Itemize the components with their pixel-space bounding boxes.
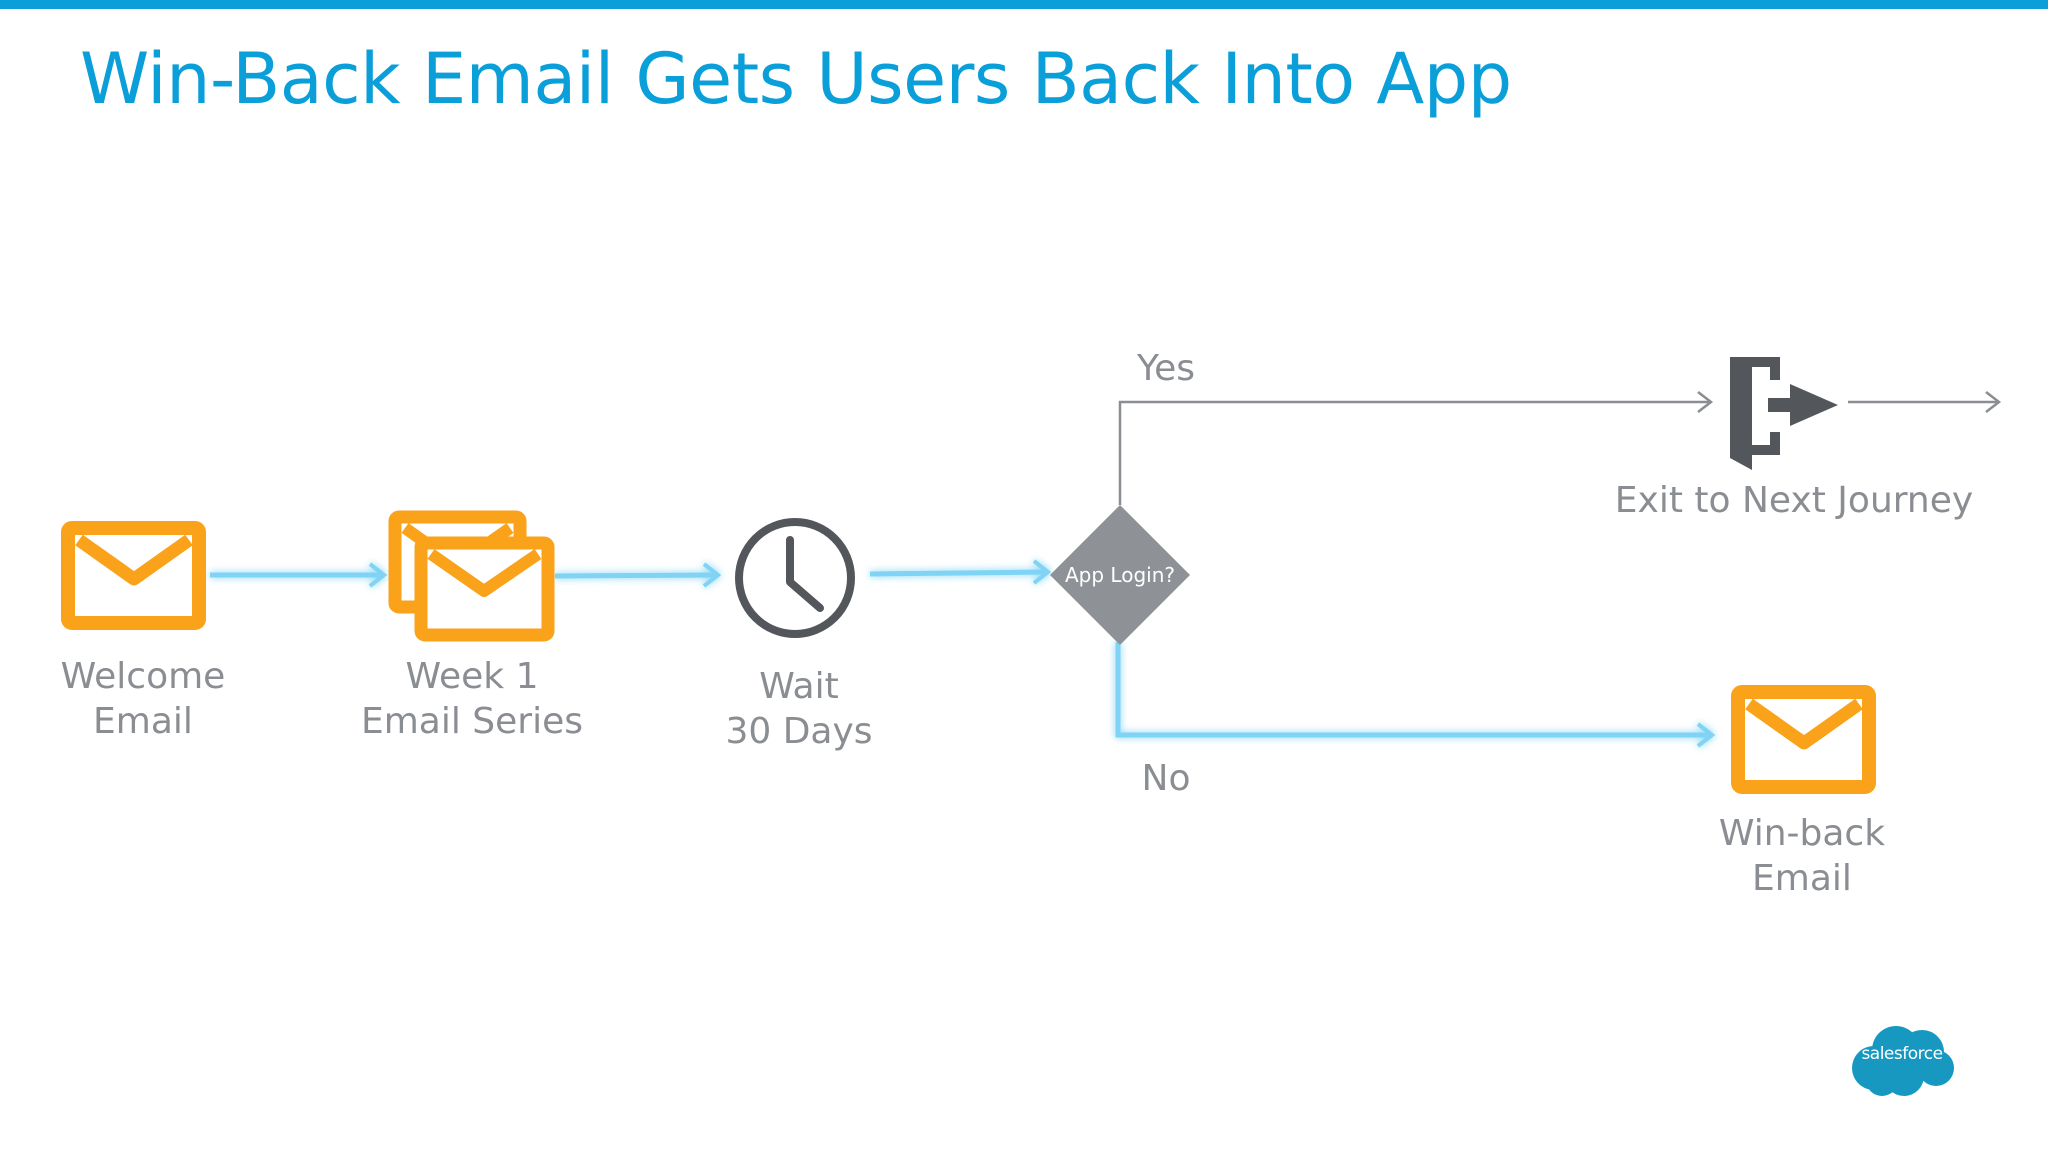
clock-icon <box>735 518 855 638</box>
wait-label-line1: Wait <box>759 666 838 707</box>
envelope-icon <box>1731 685 1876 794</box>
winback-label-line1: Win-back <box>1719 813 1885 854</box>
welcome-email-label-line2: Email <box>93 701 193 742</box>
yes-branch-label: Yes <box>1136 348 1195 389</box>
stacked-envelopes-icon <box>388 510 555 642</box>
welcome-email-label-line1: Welcome <box>61 656 226 697</box>
connector-yes-branch <box>1118 391 1714 505</box>
exit-label: Exit to Next Journey <box>1615 480 1973 521</box>
decision-label: App Login? <box>1065 563 1175 587</box>
connector-no-branch <box>1115 642 1716 748</box>
no-branch-label: No <box>1142 758 1191 799</box>
slide-title: Win-Back Email Gets Users Back Into App <box>80 38 1512 120</box>
winback-label-line2: Email <box>1752 858 1852 899</box>
connector-week1-to-wait <box>554 562 722 588</box>
week1-label-line2: Email Series <box>361 701 583 742</box>
wait-label-line2: 30 Days <box>725 711 872 752</box>
week1-label-line1: Week 1 <box>406 656 539 697</box>
top-accent-bar <box>0 0 2048 9</box>
decision-diamond: App Login? <box>1050 505 1190 645</box>
connector-exit-onward <box>1848 391 2002 413</box>
connector-welcome-to-week1 <box>210 562 388 588</box>
salesforce-cloud-logo <box>1852 1026 1954 1096</box>
salesforce-logo-text: salesforce <box>1861 1044 1943 1064</box>
connector-wait-to-decision <box>869 559 1052 585</box>
exit-door-icon <box>1730 357 1838 470</box>
envelope-icon <box>61 521 206 630</box>
